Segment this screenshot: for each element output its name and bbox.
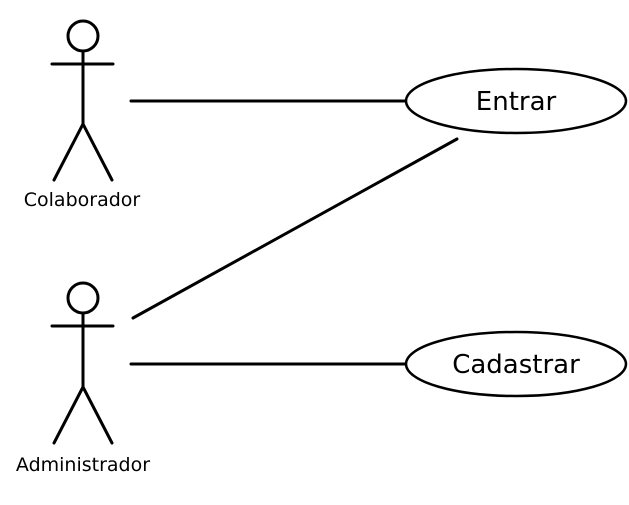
actor-right-leg [81, 122, 114, 182]
actor-label-administrador: Administrador [16, 454, 150, 476]
actor-right-leg [81, 385, 114, 445]
use-case-entrar[interactable]: Entrar [404, 67, 628, 135]
actor-left-leg [52, 122, 85, 182]
use-case-cadastrar[interactable]: Cadastrar [404, 330, 628, 398]
actor-left-leg [52, 385, 85, 445]
actor-administrador[interactable]: Administrador [16, 281, 150, 476]
use-case-label-entrar: Entrar [476, 87, 557, 117]
association-administrador-entrar [131, 137, 459, 320]
use-case-ellipse [404, 330, 628, 398]
actor-head [66, 19, 100, 53]
actor-colaborador[interactable]: Colaborador [24, 19, 141, 211]
actor-head [66, 281, 100, 315]
actor-label-colaborador: Colaborador [24, 189, 141, 211]
use-case-label-cadastrar: Cadastrar [452, 350, 580, 380]
use-case-ellipse [404, 67, 628, 135]
